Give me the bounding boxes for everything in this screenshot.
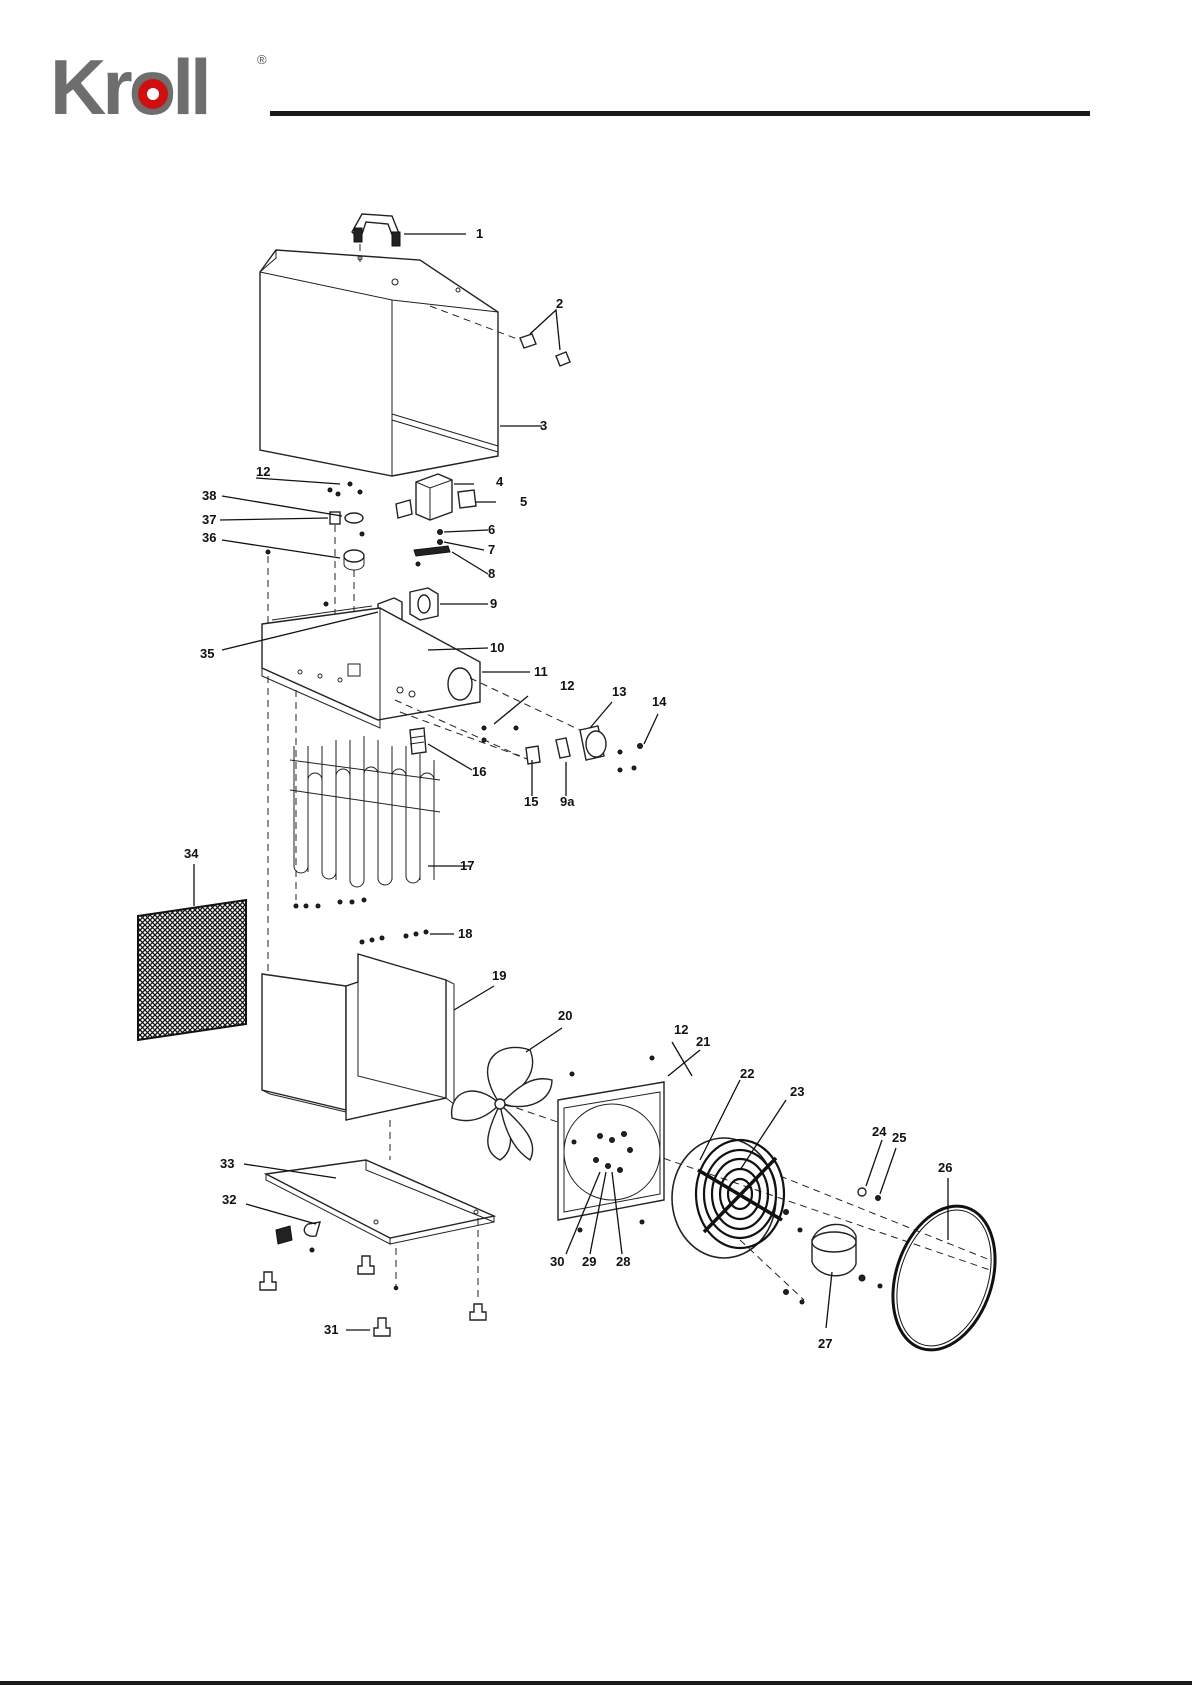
part-inner-housing — [262, 954, 454, 1120]
callout-37: 37 — [202, 512, 216, 527]
callout-22: 22 — [740, 1066, 754, 1081]
callout-28: 28 — [616, 1254, 630, 1269]
callout-30: 30 — [550, 1254, 564, 1269]
callout-1: 1 — [476, 226, 483, 241]
callout-8: 8 — [488, 566, 495, 581]
callout-5: 5 — [520, 494, 527, 509]
callout-25: 25 — [892, 1130, 906, 1145]
callout-21: 21 — [696, 1034, 710, 1049]
callout-6: 6 — [488, 522, 495, 537]
callout-13: 13 — [612, 684, 626, 699]
callout-10: 10 — [490, 640, 504, 655]
part-fan-blade — [452, 1047, 552, 1160]
callout-36: 36 — [202, 530, 216, 545]
part-small-fasteners-left — [266, 482, 364, 570]
callout-2: 2 — [556, 296, 563, 311]
callout-32: 32 — [222, 1192, 236, 1207]
callout-4: 4 — [496, 474, 504, 489]
callout-31: 31 — [324, 1322, 338, 1337]
callout-29: 29 — [582, 1254, 596, 1269]
callout-3: 3 — [540, 418, 547, 433]
part-fan-panel — [558, 1056, 664, 1232]
part-fan-motor — [784, 1210, 883, 1305]
callout-35: 35 — [200, 646, 214, 661]
part-rear-ring — [875, 1193, 1012, 1363]
part-clips — [520, 334, 570, 366]
callout-27: 27 — [818, 1336, 832, 1351]
callout-26: 26 — [938, 1160, 952, 1175]
callout-15: 15 — [524, 794, 538, 809]
part-front-grille — [138, 900, 246, 1040]
callout-12-top: 12 — [256, 464, 270, 479]
part-thermostat-knobs — [410, 726, 643, 772]
part-heating-elements — [290, 736, 440, 908]
callout-11: 11 — [534, 664, 548, 679]
part-washer-screw — [858, 1188, 881, 1201]
part-transformer-assembly — [396, 474, 476, 566]
callout-12-lower: 12 — [674, 1022, 688, 1037]
part-cover-housing — [260, 250, 498, 476]
callout-12-mid: 12 — [560, 678, 574, 693]
callout-16: 16 — [472, 764, 486, 779]
callout-9: 9 — [490, 596, 497, 611]
callout-19: 19 — [492, 968, 506, 983]
callout-17: 17 — [460, 858, 474, 873]
callout-34: 34 — [184, 846, 199, 861]
callout-18: 18 — [458, 926, 472, 941]
part-screws-row — [360, 930, 428, 944]
part-fan-guard — [672, 1138, 784, 1258]
callout-20: 20 — [558, 1008, 572, 1023]
callout-24: 24 — [872, 1124, 887, 1139]
callout-33: 33 — [220, 1156, 234, 1171]
part-control-tray — [262, 606, 480, 728]
callout-9a: 9a — [560, 794, 575, 809]
part-handle — [352, 214, 400, 246]
callout-23: 23 — [790, 1084, 804, 1099]
callout-14: 14 — [652, 694, 667, 709]
footer-rule — [0, 1681, 1192, 1685]
part-feet-connector — [260, 1222, 486, 1336]
callout-7: 7 — [488, 542, 495, 557]
callout-38: 38 — [202, 488, 216, 503]
